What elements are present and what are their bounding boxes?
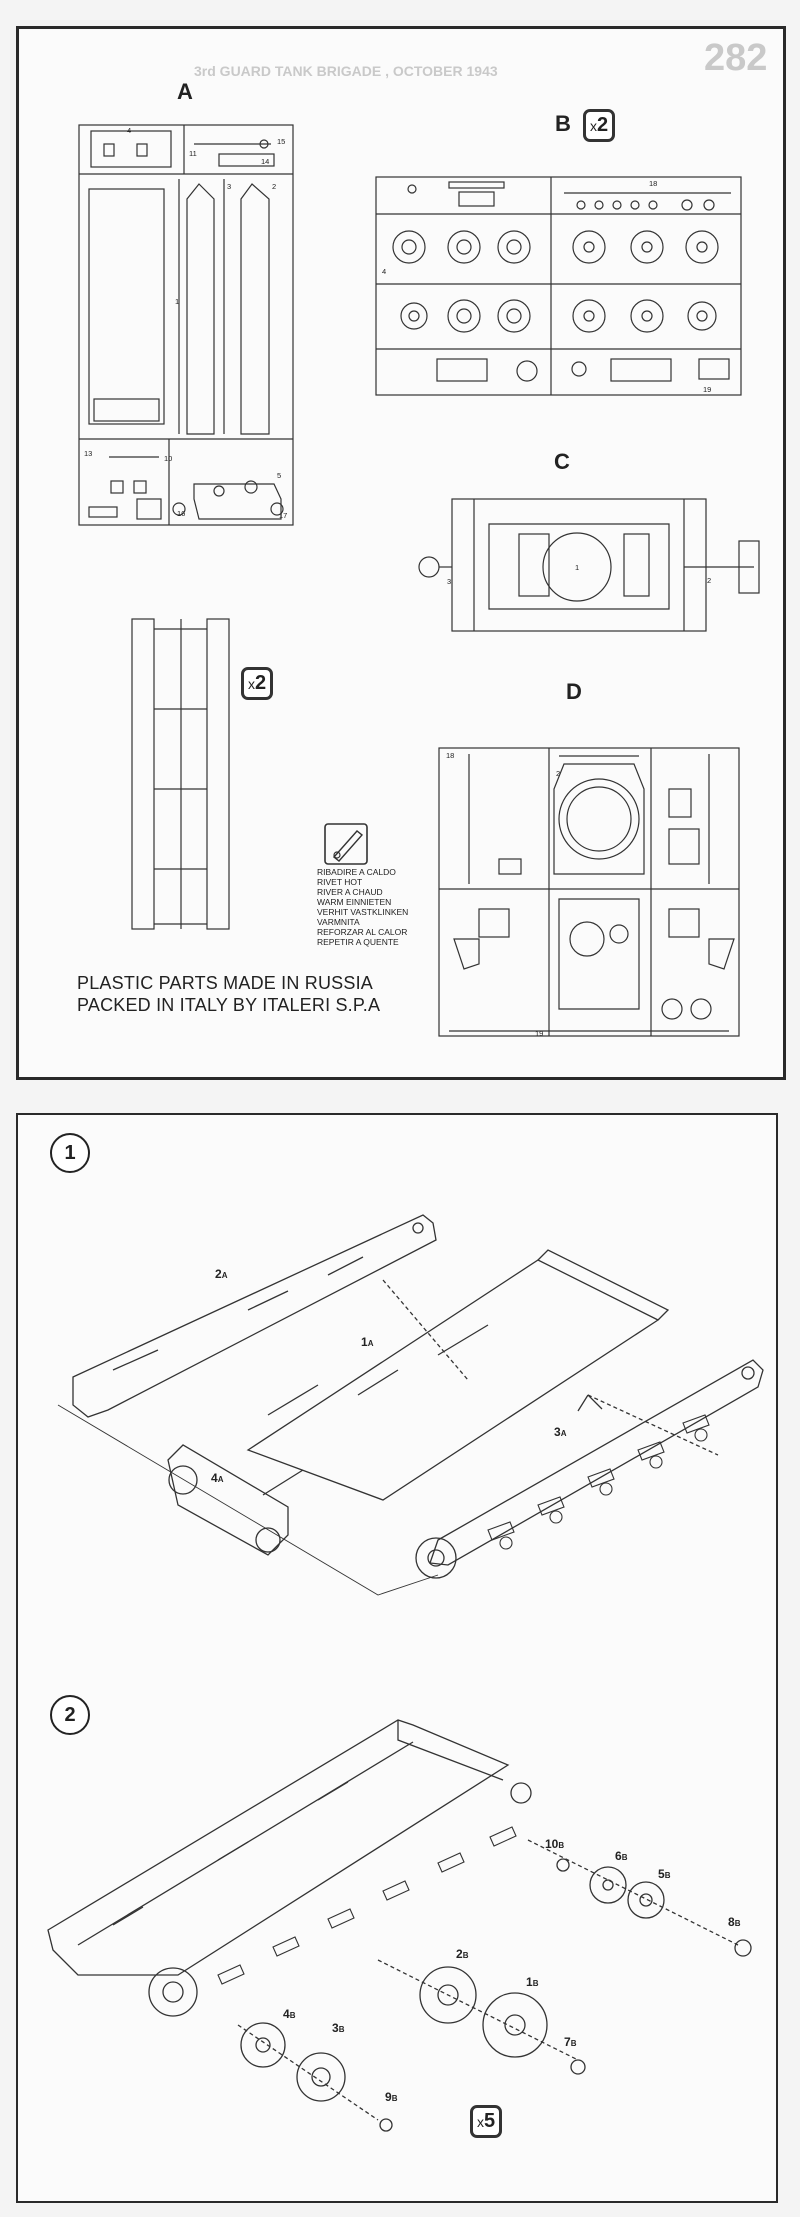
sprue-drawings: [78, 124, 760, 1037]
part-number: 2: [272, 182, 277, 191]
sprue-label-c: C: [554, 449, 570, 474]
part-number: 19: [703, 385, 712, 394]
part-label: 1A: [361, 1335, 374, 1349]
part-label: 2A: [215, 1267, 228, 1281]
part-number: 5: [277, 471, 282, 480]
step1-drawing: [57, 1214, 764, 1596]
part-label: 7B: [564, 2035, 577, 2049]
part-number: 16: [177, 509, 186, 518]
part-label: 9B: [385, 2090, 398, 2104]
assembly-drawings: [47, 1214, 764, 2132]
part-label: 4A: [211, 1471, 224, 1485]
part-number: 1: [575, 563, 580, 572]
part-number: 13: [84, 449, 93, 458]
assembly-sheet: 1 2 2A 1A 3A 4A 10B 6B 5B 8B 2B 1B 7B 4B…: [16, 1113, 778, 2203]
part-label: 10B: [545, 1837, 565, 1851]
sprue-label-a: A: [177, 79, 193, 104]
multiplier-badge-track: x2: [241, 667, 274, 700]
part-number: 18: [446, 751, 455, 760]
part-number: 2: [556, 769, 561, 778]
part-number: 4: [127, 126, 132, 135]
sprue-c-frame: [418, 498, 760, 632]
part-number: 17: [279, 511, 288, 520]
step2-drawing: [47, 1719, 752, 2132]
multiplier-badge-b: x2: [583, 109, 616, 142]
part-label: 3B: [332, 2021, 345, 2035]
part-number: 3: [227, 182, 232, 191]
part-number: 18: [649, 179, 658, 188]
sprue-sheet: 282 3rd GUARD TANK BRIGADE , OCTOBER 194…: [16, 26, 786, 1080]
part-number: 19: [535, 1029, 544, 1038]
step-number: 1: [50, 1133, 90, 1173]
part-number: 11: [189, 149, 197, 158]
part-number: 10: [164, 454, 173, 463]
part-number: 15: [277, 137, 286, 146]
track-runs: [131, 618, 230, 930]
part-label: 8B: [728, 1915, 741, 1929]
rivet-instructions: RIBADIRE A CALDO RIVET HOT RIVER A CHAUD…: [317, 867, 409, 947]
sprue-label-d: D: [566, 679, 582, 704]
part-number: 2: [707, 576, 712, 585]
sprue-a-frame: [78, 124, 294, 526]
rivet-hot-icon: [324, 823, 368, 865]
part-number: 3: [447, 577, 452, 586]
ghost-heading: 3rd GUARD TANK BRIGADE , OCTOBER 1943: [194, 63, 498, 79]
part-label: 2B: [456, 1947, 469, 1961]
part-label: 3A: [554, 1425, 567, 1439]
sprue-label-b: B: [555, 111, 571, 136]
step-number: 2: [50, 1695, 90, 1735]
origin-notice: PLASTIC PARTS MADE IN RUSSIA PACKED IN I…: [77, 973, 381, 1015]
part-label: 1B: [526, 1975, 539, 1989]
part-number: 4: [382, 267, 387, 276]
part-label: 4B: [283, 2007, 296, 2021]
ghost-page-number: 282: [704, 37, 768, 79]
multiplier-badge-x5: x5: [470, 2105, 503, 2138]
sprue-b-frame: [375, 176, 742, 396]
part-label: 5B: [658, 1867, 671, 1881]
part-number: 14: [261, 157, 270, 166]
part-number: 1: [175, 297, 180, 306]
part-label: 6B: [615, 1849, 628, 1863]
sprue-d-frame: [438, 747, 740, 1037]
